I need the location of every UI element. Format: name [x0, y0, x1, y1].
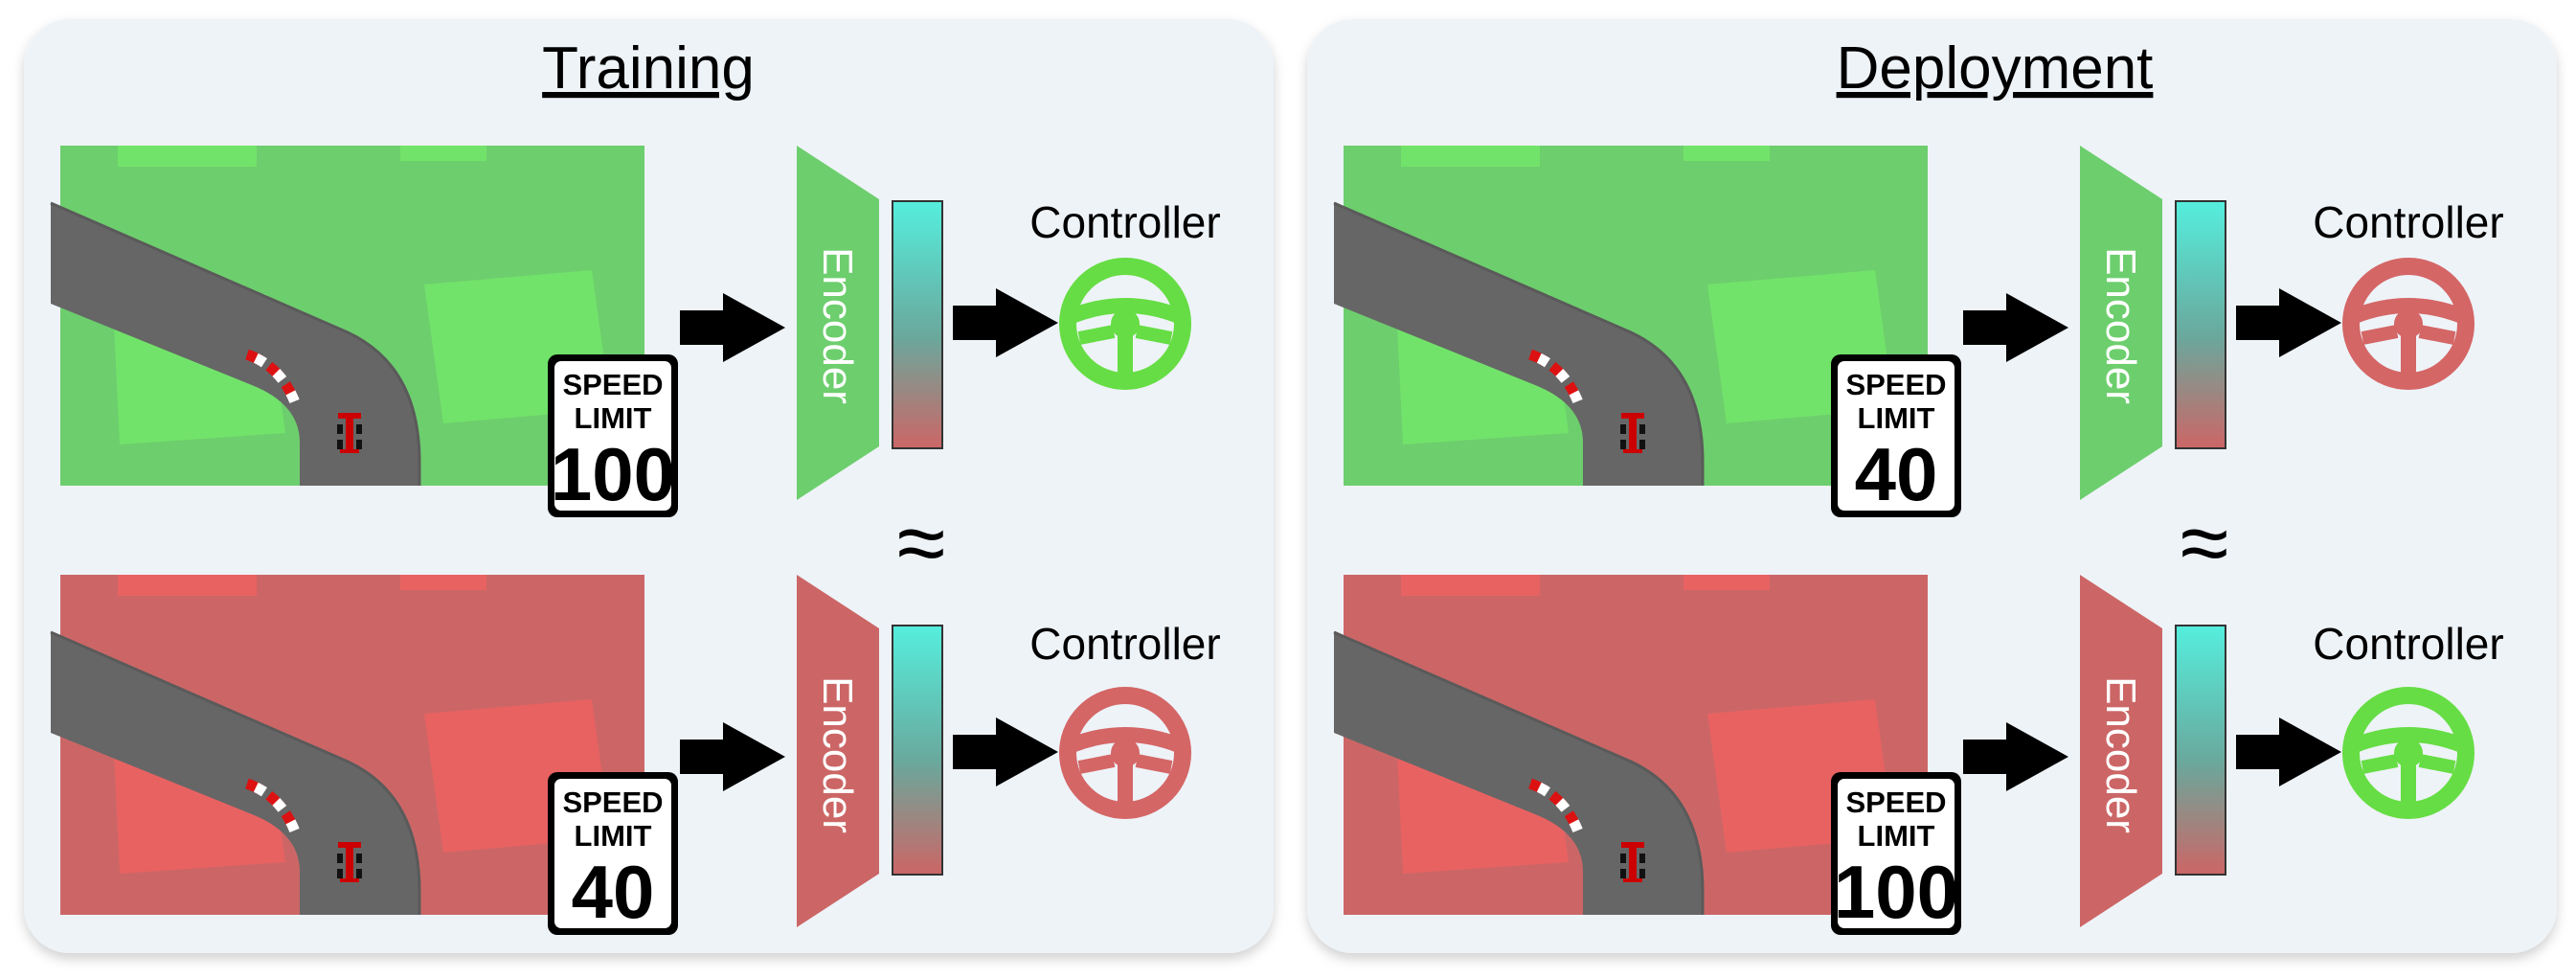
- sign-speed-value: 40: [1855, 432, 1938, 516]
- controller-label: Controller: [1029, 619, 1220, 669]
- latent-vector: [2175, 200, 2226, 449]
- encoder-label: Encoder: [814, 676, 861, 833]
- latent-vector: [2175, 625, 2226, 876]
- latent-vector: [892, 625, 943, 876]
- panel-title: Deployment: [1837, 35, 2154, 102]
- sign-speed-text: SPEED: [1845, 785, 1946, 819]
- sign-limit-text: LIMIT: [575, 401, 652, 435]
- encoder-label: Encoder: [2097, 247, 2144, 404]
- encoder-block: Encoder: [797, 146, 879, 500]
- sign-limit-text: LIMIT: [1858, 401, 1935, 435]
- speed-limit-sign: SPEED LIMIT 40: [548, 772, 678, 935]
- training-row-red: SPEED LIMIT 40 Encoder Controller: [51, 575, 1221, 935]
- sign-speed-value: 100: [551, 432, 675, 516]
- panel-deployment: Deployment SPEED LIMIT 40 Encoder Contro…: [1307, 19, 2557, 953]
- sign-limit-text: LIMIT: [1858, 819, 1935, 853]
- training-row-green: SPEED LIMIT 100 Encoder Controller: [51, 146, 1221, 517]
- approx-symbol: ≈: [897, 494, 946, 592]
- approx-symbol: ≈: [2181, 494, 2229, 592]
- sign-speed-text: SPEED: [562, 368, 663, 401]
- encoder-label: Encoder: [814, 247, 861, 404]
- encoder-block: Encoder: [2080, 575, 2162, 927]
- speed-limit-sign: SPEED LIMIT 100: [548, 354, 678, 517]
- encoder-label: Encoder: [2097, 676, 2144, 833]
- controller-label: Controller: [2313, 619, 2503, 669]
- encoder-block: Encoder: [797, 575, 879, 927]
- sign-speed-text: SPEED: [562, 785, 663, 819]
- encoder-block: Encoder: [2080, 146, 2162, 500]
- panel-title: Training: [542, 35, 755, 102]
- sign-limit-text: LIMIT: [575, 819, 652, 853]
- speed-limit-sign: SPEED LIMIT 40: [1831, 354, 1961, 517]
- speed-limit-sign: SPEED LIMIT 100: [1831, 772, 1961, 935]
- sign-speed-value: 40: [572, 850, 655, 934]
- deployment-row-red: SPEED LIMIT 100 Encoder Controller: [1334, 575, 2504, 935]
- deployment-row-green: SPEED LIMIT 40 Encoder Controller: [1334, 146, 2504, 517]
- controller-label: Controller: [1029, 197, 1220, 247]
- panel-training: Training SPEED LIMIT 100 Encoder Control…: [24, 19, 1274, 953]
- latent-vector: [892, 200, 943, 449]
- controller-label: Controller: [2313, 197, 2503, 247]
- sign-speed-value: 100: [1834, 850, 1958, 934]
- sign-speed-text: SPEED: [1845, 368, 1946, 401]
